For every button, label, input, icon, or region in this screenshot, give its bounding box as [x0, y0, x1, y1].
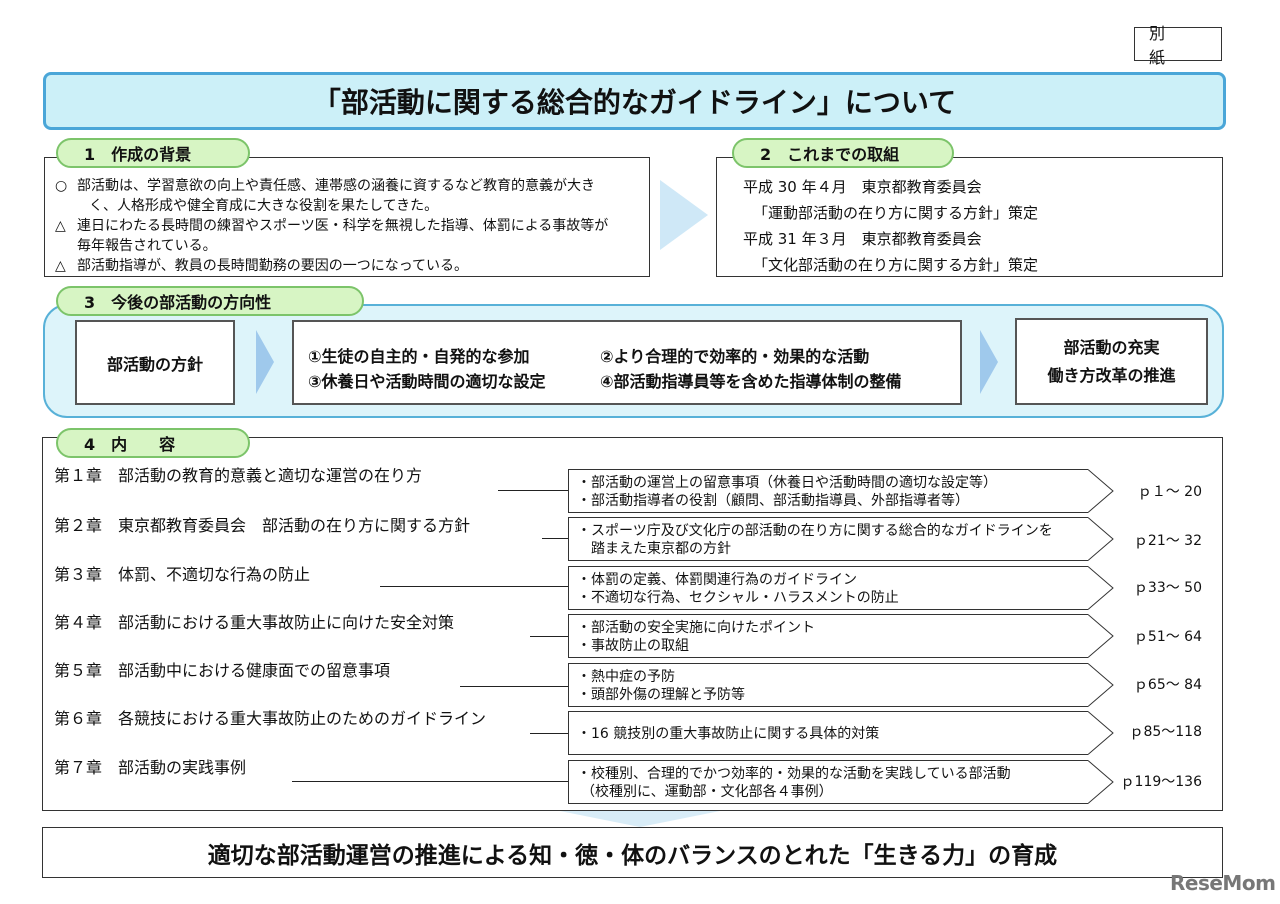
page-range: ｐ119～136 — [1120, 774, 1202, 790]
background-box: ○ 部活動は、学習意欲の向上や責任感、連帯感の涵養に資するなど教育的意義が大き … — [44, 157, 650, 277]
section1-heading: 1 作成の背景 — [56, 138, 250, 168]
chapter-details: ・部活動の運営上の留意事項（休養日や活動時間の適切な設定等） ・部活動指導者の役… — [568, 469, 1088, 513]
big-arrow-icon — [660, 180, 708, 250]
detail-line: ・体罰の定義、体罰関連行為のガイドライン — [577, 572, 857, 588]
chapter-details: ・16 競技別の重大事故防止に関する具体的対策 — [568, 711, 1088, 755]
direction-item: ④部活動指導員等を含めた指導体制の整備 — [600, 372, 902, 391]
background-item-2: △ 連日にわたる長時間の練習やスポーツ医・科学を無視した指導、体罰による事故等が… — [55, 216, 637, 256]
policy-label: 部活動の方針 — [75, 320, 235, 405]
result-line: 働き方改革の推進 — [1047, 365, 1176, 385]
chapter-details: ・スポーツ庁及び文化庁の部活動の在り方に関する総合的なガイドラインを 踏まえた東… — [568, 517, 1088, 561]
result-box: 部活動の充実 働き方改革の推進 — [1015, 318, 1208, 405]
detail-line: ・事故防止の取組 — [577, 638, 689, 654]
initiative-line: 平成 31 年３月 東京都教育委員会 — [743, 230, 982, 248]
direction-item: ③休養日や活動時間の適切な設定 — [308, 372, 546, 391]
callout-arrow-icon — [1088, 517, 1114, 561]
page-range: ｐ85～118 — [1129, 724, 1202, 740]
connector-line — [542, 538, 568, 539]
chapter-title: 第３章 体罰、不適切な行為の防止 — [54, 565, 311, 584]
page-range: ｐ１～ 20 — [1137, 484, 1202, 500]
chevron-right-icon — [980, 330, 998, 394]
direction-item: ②より合理的で効率的・効果的な活動 — [600, 347, 870, 366]
detail-line: ・不適切な行為、セクシャル・ハラスメントの防止 — [577, 590, 899, 606]
chapter-title: 第４章 部活動における重大事故防止に向けた安全対策 — [54, 613, 455, 632]
connector-line — [530, 733, 568, 734]
result-line: 部活動の充実 — [1063, 337, 1160, 357]
connector-line — [530, 636, 568, 637]
section3-heading: 3 今後の部活動の方向性 — [56, 286, 364, 316]
section4-heading: 4 内 容 — [56, 428, 250, 458]
detail-line: ・16 競技別の重大事故防止に関する具体的対策 — [577, 726, 880, 742]
attachment-label: 別 紙 — [1134, 24, 1222, 67]
conclusion-banner: 適切な部活動運営の推進による知・徳・体のバランスのとれた「生きる力」の育成 — [42, 827, 1223, 878]
callout-arrow-icon — [1088, 469, 1114, 513]
callout-arrow-icon — [1088, 663, 1114, 707]
background-text: 部活動は、学習意欲の向上や責任感、連帯感の涵養に資するなど教育的意義が大き — [77, 178, 595, 194]
initiatives-box: 平成 30 年４月 東京都教育委員会 「運動部活動の在り方に関する方針」策定 平… — [716, 157, 1223, 277]
chapter-title: 第１章 部活動の教育的意義と適切な運営の在り方 — [54, 466, 423, 485]
background-item-1: ○ 部活動は、学習意欲の向上や責任感、連帯感の涵養に資するなど教育的意義が大き … — [55, 176, 637, 216]
initiative-line: 「文化部活動の在り方に関する方針」策定 — [753, 256, 1039, 274]
initiative-line: 「運動部活動の在り方に関する方針」策定 — [753, 204, 1039, 222]
connector-line — [292, 781, 568, 782]
chapter-details: ・校種別、合理的でかつ効率的・効果的な活動を実践している部活動 （校種別に、運動… — [568, 760, 1088, 804]
connector-line — [498, 490, 568, 491]
connector-line — [380, 586, 568, 587]
detail-line: 踏まえた東京都の方針 — [577, 541, 731, 557]
page-range: ｐ65～ 84 — [1133, 677, 1202, 693]
background-item-3: △ 部活動指導が、教員の長時間勤務の要因の一つになっている。 — [55, 256, 637, 276]
detail-line: ・部活動指導者の役割（顧問、部活動指導員、外部指導者等） — [577, 493, 969, 509]
chapter-title: 第６章 各競技における重大事故防止のためのガイドライン — [54, 709, 487, 728]
resemom-logo: ReseMom — [1170, 871, 1276, 895]
direction-items: ①生徒の自主的・自発的な参加 ②より合理的で効率的・効果的な活動 ③休養日や活動… — [292, 320, 962, 405]
page-range: ｐ51～ 64 — [1133, 629, 1202, 645]
triangle-mark: △ — [55, 218, 66, 234]
connector-line — [460, 686, 568, 687]
page-range: ｐ21～ 32 — [1133, 533, 1202, 549]
chapter-title: 第２章 東京都教育委員会 部活動の在り方に関する方針 — [54, 516, 471, 535]
background-text: 部活動指導が、教員の長時間勤務の要因の一つになっている。 — [77, 258, 469, 274]
callout-arrow-icon — [1088, 760, 1114, 804]
detail-line: ・熱中症の予防 — [577, 669, 675, 685]
detail-line: ・校種別、合理的でかつ効率的・効果的な活動を実践している部活動 — [577, 766, 1011, 782]
direction-item: ①生徒の自主的・自発的な参加 — [308, 347, 530, 366]
circle-mark: ○ — [55, 178, 68, 194]
chapter-title: 第７章 部活動の実践事例 — [54, 758, 247, 777]
callout-arrow-icon — [1088, 566, 1114, 610]
chapter-title: 第５章 部活動中における健康面での留意事項 — [54, 661, 391, 680]
detail-line: ・部活動の安全実施に向けたポイント — [577, 620, 815, 636]
detail-line: ・頭部外傷の理解と予防等 — [577, 687, 745, 703]
detail-line: （校種別に、運動部・文化部各４事例） — [581, 784, 833, 800]
callout-arrow-icon — [1088, 614, 1114, 658]
chevron-right-icon — [256, 330, 274, 394]
section2-heading: 2 これまでの取組 — [732, 138, 954, 168]
detail-line: ・スポーツ庁及び文化庁の部活動の在り方に関する総合的なガイドラインを — [577, 523, 1053, 539]
initiative-line: 平成 30 年４月 東京都教育委員会 — [743, 178, 982, 196]
background-text-cont: 毎年報告されている。 — [77, 238, 217, 254]
chapter-details: ・熱中症の予防 ・頭部外傷の理解と予防等 — [568, 663, 1088, 707]
chapter-details: ・部活動の安全実施に向けたポイント ・事故防止の取組 — [568, 614, 1088, 658]
triangle-mark: △ — [55, 258, 66, 274]
detail-line: ・部活動の運営上の留意事項（休養日や活動時間の適切な設定等） — [577, 475, 997, 491]
chapter-details: ・体罰の定義、体罰関連行為のガイドライン ・不適切な行為、セクシャル・ハラスメン… — [568, 566, 1088, 610]
callout-arrow-icon — [1088, 711, 1114, 755]
page-title: 「部活動に関する総合的なガイドライン」について — [43, 72, 1226, 130]
background-text: 連日にわたる長時間の練習やスポーツ医・科学を無視した指導、体罰による事故等が — [77, 218, 609, 234]
background-text-cont: く、人格形成や健全育成に大きな役割を果たしてきた。 — [89, 198, 439, 214]
page-range: ｐ33～ 50 — [1133, 580, 1202, 596]
down-arrow-icon — [560, 811, 720, 827]
